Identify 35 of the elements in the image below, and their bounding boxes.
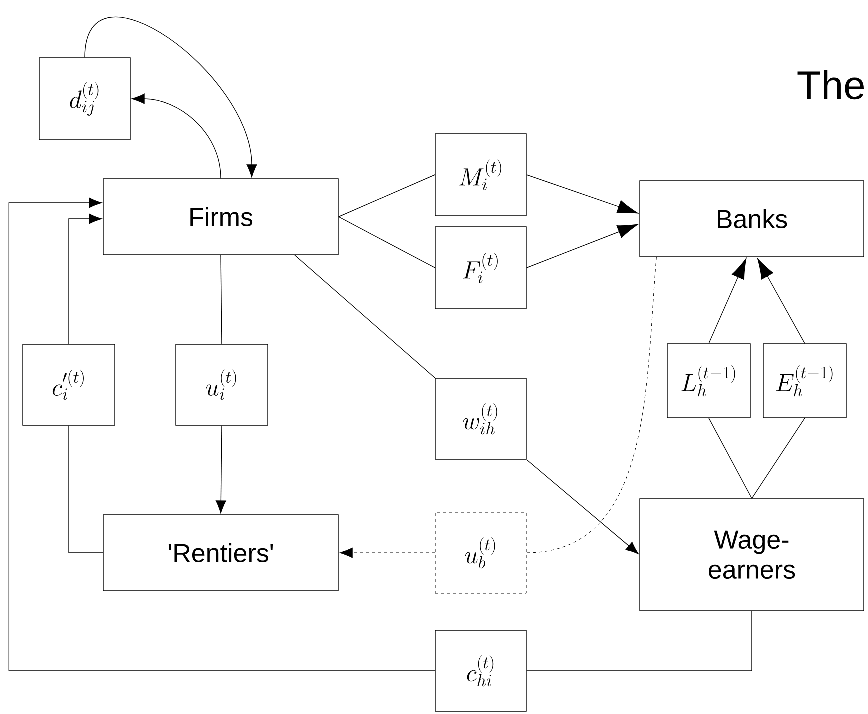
arrow (757, 258, 806, 344)
connector-line (752, 418, 806, 499)
sector-box: Wage-earners (640, 498, 864, 612)
connector-line (220, 255, 222, 344)
symbol-box: $F_{i}^{(t)}$ (435, 226, 527, 310)
sector-box: Banks (640, 180, 864, 258)
arrow (526, 224, 638, 268)
arrow (708, 258, 747, 344)
arrow (8, 198, 436, 672)
arrow (132, 94, 222, 179)
symbol-box: $w_{ih}^{(t)}$ (435, 378, 527, 460)
sector-box: Firms (103, 178, 339, 256)
sector-box: 'Rentiers' (103, 514, 339, 592)
connector-line (526, 257, 657, 554)
symbol-box: $L_{h}^{(t-1)}$ (667, 344, 751, 418)
title: The (798, 70, 864, 100)
symbol-box: $u_{i}^{(t)}$ (176, 344, 268, 426)
connector-line (294, 255, 436, 378)
symbol-box: $E_{h}^{(t-1)}$ (763, 344, 847, 418)
connector-line (526, 611, 752, 672)
arrow (526, 460, 639, 554)
connector-line (68, 426, 104, 554)
arrow (216, 426, 226, 514)
symbol-box: $d_{ij}^{(t)}$ (39, 58, 131, 140)
connector-line (338, 174, 436, 218)
connector-line (708, 418, 752, 499)
arrow (84, 17, 258, 178)
symbol-box: $M_{i}^{(t)}$ (435, 134, 527, 216)
symbol-box: $c_{i}^{\prime(t)}$ (22, 344, 116, 426)
arrow (340, 548, 436, 558)
arrow (526, 174, 638, 214)
symbol-box: $u_{b}^{(t)}$ (435, 512, 527, 594)
connector-line (338, 216, 436, 268)
symbol-box: $c_{hi}^{(t)}$ (435, 630, 527, 712)
arrow (68, 214, 102, 344)
